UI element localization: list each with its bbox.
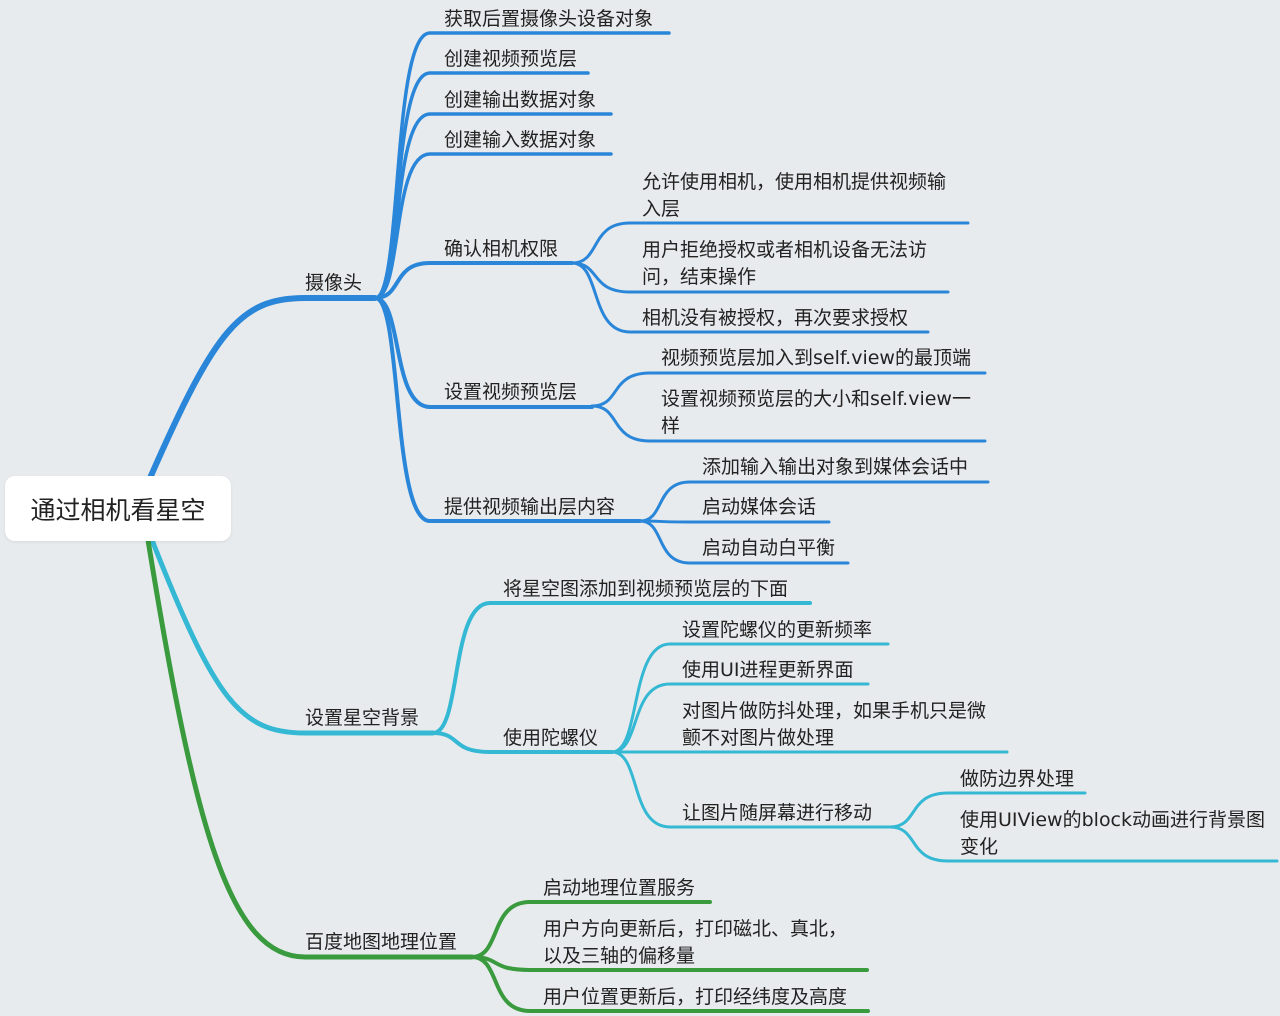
output-add-io[interactable]: 添加输入输出对象到媒体会话中 <box>702 454 968 481</box>
permission-request-line-1: 相机没有被授权，再次要求授权 <box>642 307 909 329</box>
camera-permission-label: 确认相机权限 <box>444 238 559 260</box>
permission-allow-line-1: 允许使用相机，使用相机提供视频输 <box>642 171 947 193</box>
link-output-1 <box>638 480 990 523</box>
link-root-camera <box>147 295 378 481</box>
link-preview-1 <box>590 371 987 408</box>
camera-step-2[interactable]: 创建视频预览层 <box>444 46 577 73</box>
camera-permission[interactable]: 确认相机权限 <box>444 236 558 263</box>
permission-allow[interactable]: 允许使用相机，使用相机提供视频输 入层 <box>642 169 946 223</box>
link-move-1 <box>888 791 1087 829</box>
root-node[interactable]: 通过相机看星空 <box>5 476 231 541</box>
branch-camera[interactable]: 摄像头 <box>305 270 362 297</box>
camera-output-layer-label: 提供视频输出层内容 <box>444 496 616 518</box>
camera-step-3[interactable]: 创建输出数据对象 <box>444 87 596 114</box>
link-gyro-1 <box>610 642 890 754</box>
output-white-balance-line-1: 启动自动白平衡 <box>702 537 836 559</box>
output-add-io-line-1: 添加输入输出对象到媒体会话中 <box>702 456 969 478</box>
map-start-location[interactable]: 启动地理位置服务 <box>543 875 695 902</box>
link-map-1 <box>470 900 712 959</box>
map-start-location-line-1: 启动地理位置服务 <box>543 877 696 899</box>
map-location-update-line-1: 用户位置更新后，打印经纬度及高度 <box>543 986 848 1008</box>
output-white-balance[interactable]: 启动自动白平衡 <box>702 535 835 562</box>
move-block-animation-line-2: 变化 <box>960 836 999 858</box>
gyro-update-frequency-line-1: 设置陀螺仪的更新频率 <box>682 619 873 641</box>
preview-add-top[interactable]: 视频预览层加入到self.view的最顶端 <box>661 345 971 372</box>
camera-step-4[interactable]: 创建输入数据对象 <box>444 127 596 154</box>
permission-deny-line-1: 用户拒绝授权或者相机设备无法访 <box>642 239 928 261</box>
link-root-sky <box>149 537 436 736</box>
link-sky-child-2 <box>431 731 614 754</box>
link-sky-child-1 <box>431 601 812 735</box>
link-preview-2 <box>590 404 987 443</box>
link-move-2 <box>888 825 1279 863</box>
branch-baidu-map[interactable]: 百度地图地理位置 <box>305 929 457 956</box>
map-location-update[interactable]: 用户位置更新后，打印经纬度及高度 <box>543 984 847 1011</box>
preview-size[interactable]: 设置视频预览层的大小和self.view一 样 <box>661 386 971 440</box>
preview-add-top-line-1: 视频预览层加入到self.view的最顶端 <box>661 347 971 369</box>
move-block-animation-line-1: 使用UIView的block动画进行背景图 <box>960 809 1266 831</box>
gyro-anti-shake-line-1: 对图片做防抖处理，如果手机只是微 <box>682 700 987 722</box>
gyro-update-frequency[interactable]: 设置陀螺仪的更新频率 <box>682 617 872 644</box>
link-gyro-2 <box>610 682 870 754</box>
permission-deny-line-2: 问，结束操作 <box>642 266 757 288</box>
gyro-move-with-screen[interactable]: 让图片随屏幕进行移动 <box>682 800 872 827</box>
branch-camera-label: 摄像头 <box>305 272 363 294</box>
map-heading-update-line-2: 以及三轴的偏移量 <box>543 945 696 967</box>
link-camera-child-4 <box>373 152 613 300</box>
move-block-animation[interactable]: 使用UIView的block动画进行背景图 变化 <box>960 807 1265 861</box>
root-node-label: 通过相机看星空 <box>30 495 206 525</box>
link-camera-child-5 <box>373 261 574 300</box>
link-output-3 <box>638 519 850 565</box>
branch-sky-background[interactable]: 设置星空背景 <box>305 705 419 732</box>
permission-deny[interactable]: 用户拒绝授权或者相机设备无法访 问，结束操作 <box>642 237 927 291</box>
link-camera-child-7 <box>373 296 642 523</box>
output-start-session[interactable]: 启动媒体会话 <box>702 494 816 521</box>
output-start-session-line-1: 启动媒体会话 <box>702 496 817 518</box>
move-boundary-line-1: 做防边界处理 <box>960 768 1075 790</box>
link-permission-3 <box>570 261 930 334</box>
link-permission-1 <box>570 221 970 265</box>
gyro-move-with-screen-line-1: 让图片随屏幕进行移动 <box>682 802 873 824</box>
gyro-ui-update-line-1: 使用UI进程更新界面 <box>682 659 854 681</box>
map-heading-update[interactable]: 用户方向更新后，打印磁北、真北， 以及三轴的偏移量 <box>543 916 847 970</box>
gyro-ui-update[interactable]: 使用UI进程更新界面 <box>682 657 854 684</box>
sky-add-below-preview[interactable]: 将星空图添加到视频预览层的下面 <box>503 576 788 603</box>
branch-baidu-map-label: 百度地图地理位置 <box>305 931 458 953</box>
camera-step-4-label: 创建输入数据对象 <box>444 129 597 151</box>
preview-size-line-1: 设置视频预览层的大小和self.view一 <box>661 388 971 410</box>
sky-use-gyroscope[interactable]: 使用陀螺仪 <box>503 725 598 752</box>
camera-step-2-label: 创建视频预览层 <box>444 48 578 70</box>
permission-request[interactable]: 相机没有被授权，再次要求授权 <box>642 305 908 332</box>
camera-step-1[interactable]: 获取后置摄像头设备对象 <box>444 6 653 33</box>
gyro-anti-shake[interactable]: 对图片做防抖处理，如果手机只是微 颤不对图片做处理 <box>682 698 986 752</box>
map-heading-update-line-1: 用户方向更新后，打印磁北、真北， <box>543 918 848 940</box>
link-root-map <box>145 537 475 960</box>
camera-output-layer[interactable]: 提供视频输出层内容 <box>444 494 615 521</box>
preview-size-line-2: 样 <box>661 415 681 437</box>
permission-allow-line-2: 入层 <box>642 198 681 220</box>
gyro-anti-shake-line-2: 颤不对图片做处理 <box>682 727 835 749</box>
sky-use-gyroscope-label: 使用陀螺仪 <box>503 727 599 749</box>
camera-step-3-label: 创建输出数据对象 <box>444 89 597 111</box>
sky-add-below-preview-label: 将星空图添加到视频预览层的下面 <box>503 578 789 600</box>
camera-preview-layer-label: 设置视频预览层 <box>444 381 578 403</box>
camera-preview-layer[interactable]: 设置视频预览层 <box>444 379 577 406</box>
branch-sky-background-label: 设置星空背景 <box>305 707 420 729</box>
link-camera-child-6 <box>373 296 594 409</box>
link-gyro-4 <box>610 750 892 829</box>
link-output-2 <box>638 519 831 524</box>
move-boundary[interactable]: 做防边界处理 <box>960 766 1074 793</box>
camera-step-1-label: 获取后置摄像头设备对象 <box>444 8 654 30</box>
link-map-3 <box>470 955 870 1013</box>
